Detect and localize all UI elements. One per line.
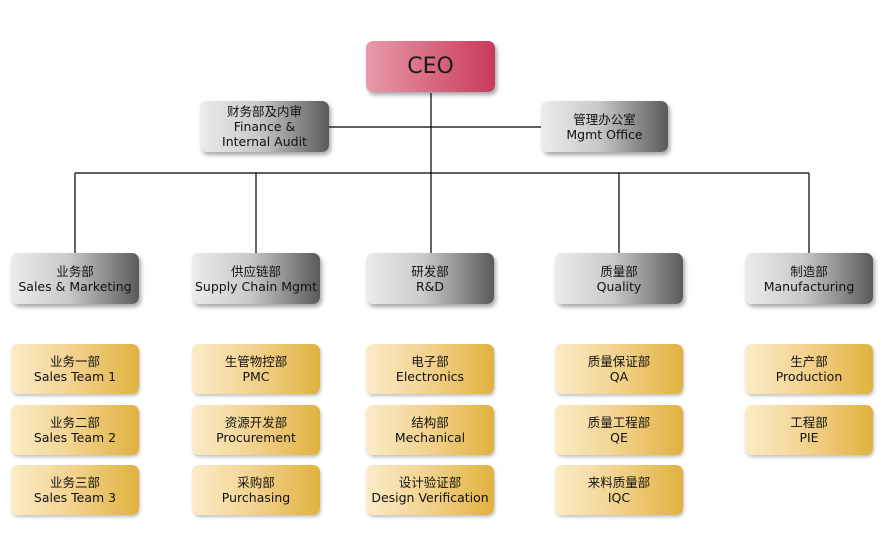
dept-manufacturing-zh: 制造部 bbox=[790, 263, 828, 279]
dept-manufacturing-box: 制造部 Manufacturing bbox=[745, 253, 873, 304]
mgmt-office-en: Mgmt Office bbox=[566, 126, 643, 142]
team-sales-2-box: 业务二部 Sales Team 2 bbox=[11, 405, 139, 455]
team-qe-en: QE bbox=[610, 430, 628, 445]
dept-rnd-en: R&D bbox=[415, 278, 445, 294]
dept-quality-box: 质量部 Quality bbox=[555, 253, 683, 304]
dept-rnd-zh: 研发部 bbox=[411, 263, 449, 279]
team-qa-box: 质量保证部 QA bbox=[555, 344, 683, 394]
team-sales-2-zh: 业务二部 bbox=[49, 415, 100, 430]
dept-rnd-box: 研发部 R&D bbox=[366, 253, 494, 304]
dept-sales-en: Sales & Marketing bbox=[18, 278, 132, 294]
finance-audit-en-line1: Finance & bbox=[233, 119, 296, 134]
team-qe-zh: 质量工程部 bbox=[587, 415, 651, 430]
dept-manufacturing-en: Manufacturing bbox=[763, 278, 855, 294]
team-pmc-zh: 生管物控部 bbox=[224, 354, 288, 369]
finance-audit-zh: 财务部及内审 bbox=[226, 104, 302, 119]
team-purchasing-box: 采购部 Purchasing bbox=[192, 465, 320, 515]
team-iqc-box: 来料质量部 IQC bbox=[555, 465, 683, 515]
team-sales-3-zh: 业务三部 bbox=[49, 475, 100, 490]
ceo-box: CEO bbox=[366, 41, 495, 92]
dept-supply-chain-zh: 供应链部 bbox=[230, 263, 281, 279]
team-qe-box: 质量工程部 QE bbox=[555, 405, 683, 455]
finance-audit-en-line2: Internal Audit bbox=[222, 134, 307, 149]
team-mechanical-box: 结构部 Mechanical bbox=[366, 405, 494, 455]
team-pmc-box: 生管物控部 PMC bbox=[192, 344, 320, 394]
team-design-verification-box: 设计验证部 Design Verification bbox=[366, 465, 494, 515]
team-mechanical-en: Mechanical bbox=[394, 430, 466, 445]
dept-supply-chain-en: Supply Chain Mgmt bbox=[194, 278, 318, 294]
team-sales-3-box: 业务三部 Sales Team 3 bbox=[11, 465, 139, 515]
team-sales-3-en: Sales Team 3 bbox=[33, 490, 117, 505]
team-electronics-en: Electronics bbox=[395, 369, 465, 384]
team-iqc-zh: 来料质量部 bbox=[587, 475, 651, 490]
team-electronics-box: 电子部 Electronics bbox=[366, 344, 494, 394]
team-pie-zh: 工程部 bbox=[790, 415, 828, 430]
mgmt-office-zh: 管理办公室 bbox=[573, 111, 636, 127]
team-sales-1-box: 业务一部 Sales Team 1 bbox=[11, 344, 139, 394]
team-design-verification-zh: 设计验证部 bbox=[398, 475, 462, 490]
team-pie-box: 工程部 PIE bbox=[745, 405, 873, 455]
team-qa-en: QA bbox=[609, 369, 629, 384]
team-production-zh: 生产部 bbox=[790, 354, 828, 369]
team-purchasing-zh: 采购部 bbox=[237, 475, 275, 490]
dept-quality-en: Quality bbox=[596, 278, 642, 294]
team-pmc-en: PMC bbox=[242, 369, 270, 384]
team-design-verification-en: Design Verification bbox=[371, 490, 489, 505]
team-mechanical-zh: 结构部 bbox=[411, 415, 449, 430]
dept-quality-zh: 质量部 bbox=[600, 263, 638, 279]
dept-sales-zh: 业务部 bbox=[56, 263, 94, 279]
ceo-label: CEO bbox=[407, 53, 454, 79]
team-production-en: Production bbox=[775, 369, 843, 384]
team-sales-1-zh: 业务一部 bbox=[49, 354, 100, 369]
team-pie-en: PIE bbox=[799, 430, 819, 445]
dept-sales-box: 业务部 Sales & Marketing bbox=[11, 253, 139, 304]
finance-audit-box: 财务部及内审 Finance & Internal Audit bbox=[200, 101, 329, 152]
team-iqc-en: IQC bbox=[607, 490, 631, 505]
mgmt-office-box: 管理办公室 Mgmt Office bbox=[541, 101, 668, 152]
team-procurement-en: Procurement bbox=[216, 430, 296, 445]
team-electronics-zh: 电子部 bbox=[411, 354, 449, 369]
team-purchasing-en: Purchasing bbox=[221, 490, 291, 505]
team-sales-1-en: Sales Team 1 bbox=[33, 369, 117, 384]
dept-supply-chain-box: 供应链部 Supply Chain Mgmt bbox=[192, 253, 320, 304]
team-sales-2-en: Sales Team 2 bbox=[33, 430, 117, 445]
team-procurement-box: 资源开发部 Procurement bbox=[192, 405, 320, 455]
team-qa-zh: 质量保证部 bbox=[587, 354, 651, 369]
team-procurement-zh: 资源开发部 bbox=[224, 415, 288, 430]
team-production-box: 生产部 Production bbox=[745, 344, 873, 394]
